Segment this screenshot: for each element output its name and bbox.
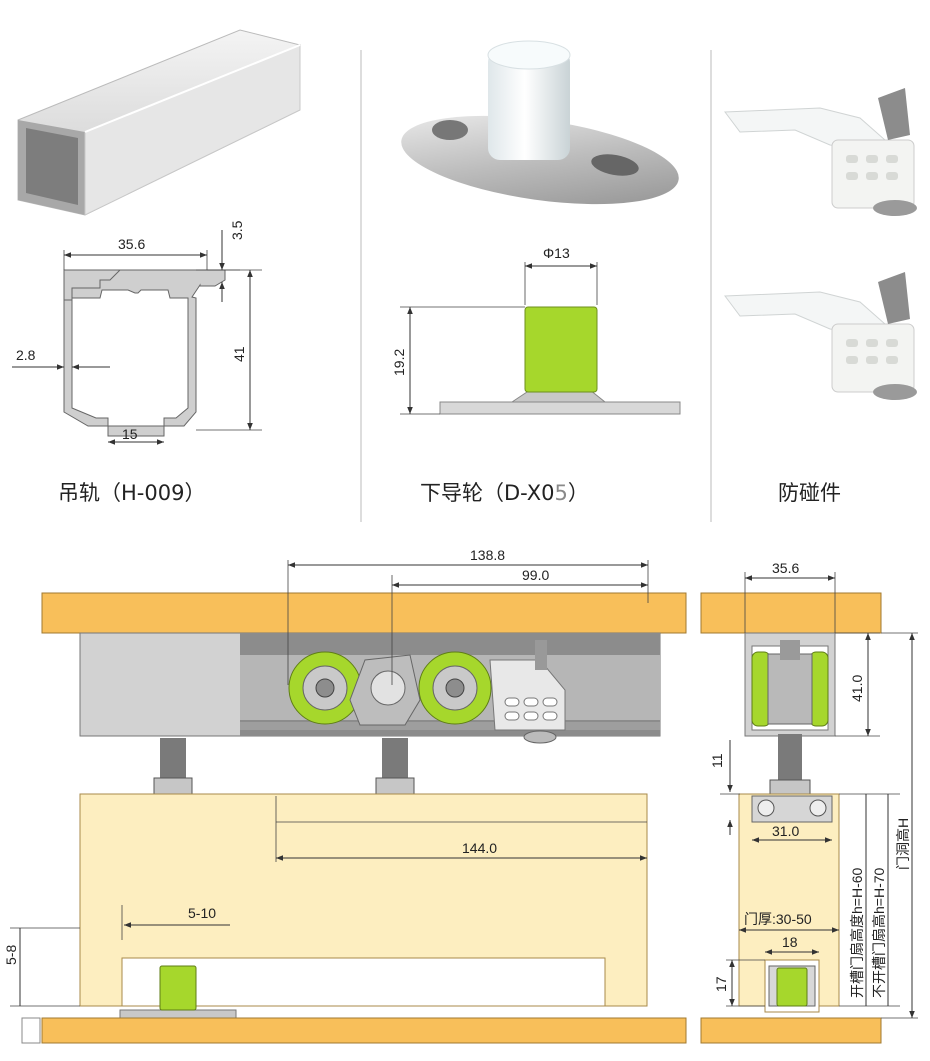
guide-profile [439,306,681,415]
front-gap-label: 5-10 [188,905,216,921]
front-panel-label: 144.0 [462,840,497,856]
guide-height-label: 19.2 [391,349,407,376]
side-width-label: 35.6 [772,560,799,576]
side-hole-label: 门洞高H [895,818,911,870]
bumper-photo-bottom [724,272,917,400]
side-h-slot-label: 开槽门扇高度h=H-60 [849,867,865,998]
front-total-label: 138.8 [470,547,505,563]
guide-photo [401,40,679,205]
rail-width-label: 35.6 [118,236,145,252]
side-door-label: 门厚:30-50 [744,911,812,927]
front-floor-label: 5-8 [3,945,19,965]
front-wheel-left [288,651,362,725]
front-view [21,592,687,1044]
side-gap-label: 11 [709,753,725,768]
side-rail-label: 41.0 [849,675,865,702]
bumper-photo-top [724,88,917,216]
front-wheel-right [418,651,492,725]
rail-height-label: 41 [231,346,247,362]
side-slot-width-label: 18 [782,934,798,950]
side-plate-label: 31.0 [772,823,799,839]
rail-profile [63,269,226,437]
rail-wall-label: 2.8 [16,347,36,363]
guide-diameter-label: Φ13 [543,245,570,261]
rail-photo [17,29,301,216]
bumper-caption: 防碰件 [778,481,841,505]
guide-caption: 下导轮（D-X05） [420,481,589,505]
rail-caption: 吊轨（H-009） [58,481,205,505]
side-view [700,592,882,1044]
side-h-noslot-label: 不开槽门扇高h=H-70 [871,867,887,998]
front-inner-label: 99.0 [522,567,549,583]
side-slot-height-label: 17 [713,976,729,992]
rail-slot-label: 15 [122,426,138,442]
rail-lip-label: 3.5 [229,220,245,240]
